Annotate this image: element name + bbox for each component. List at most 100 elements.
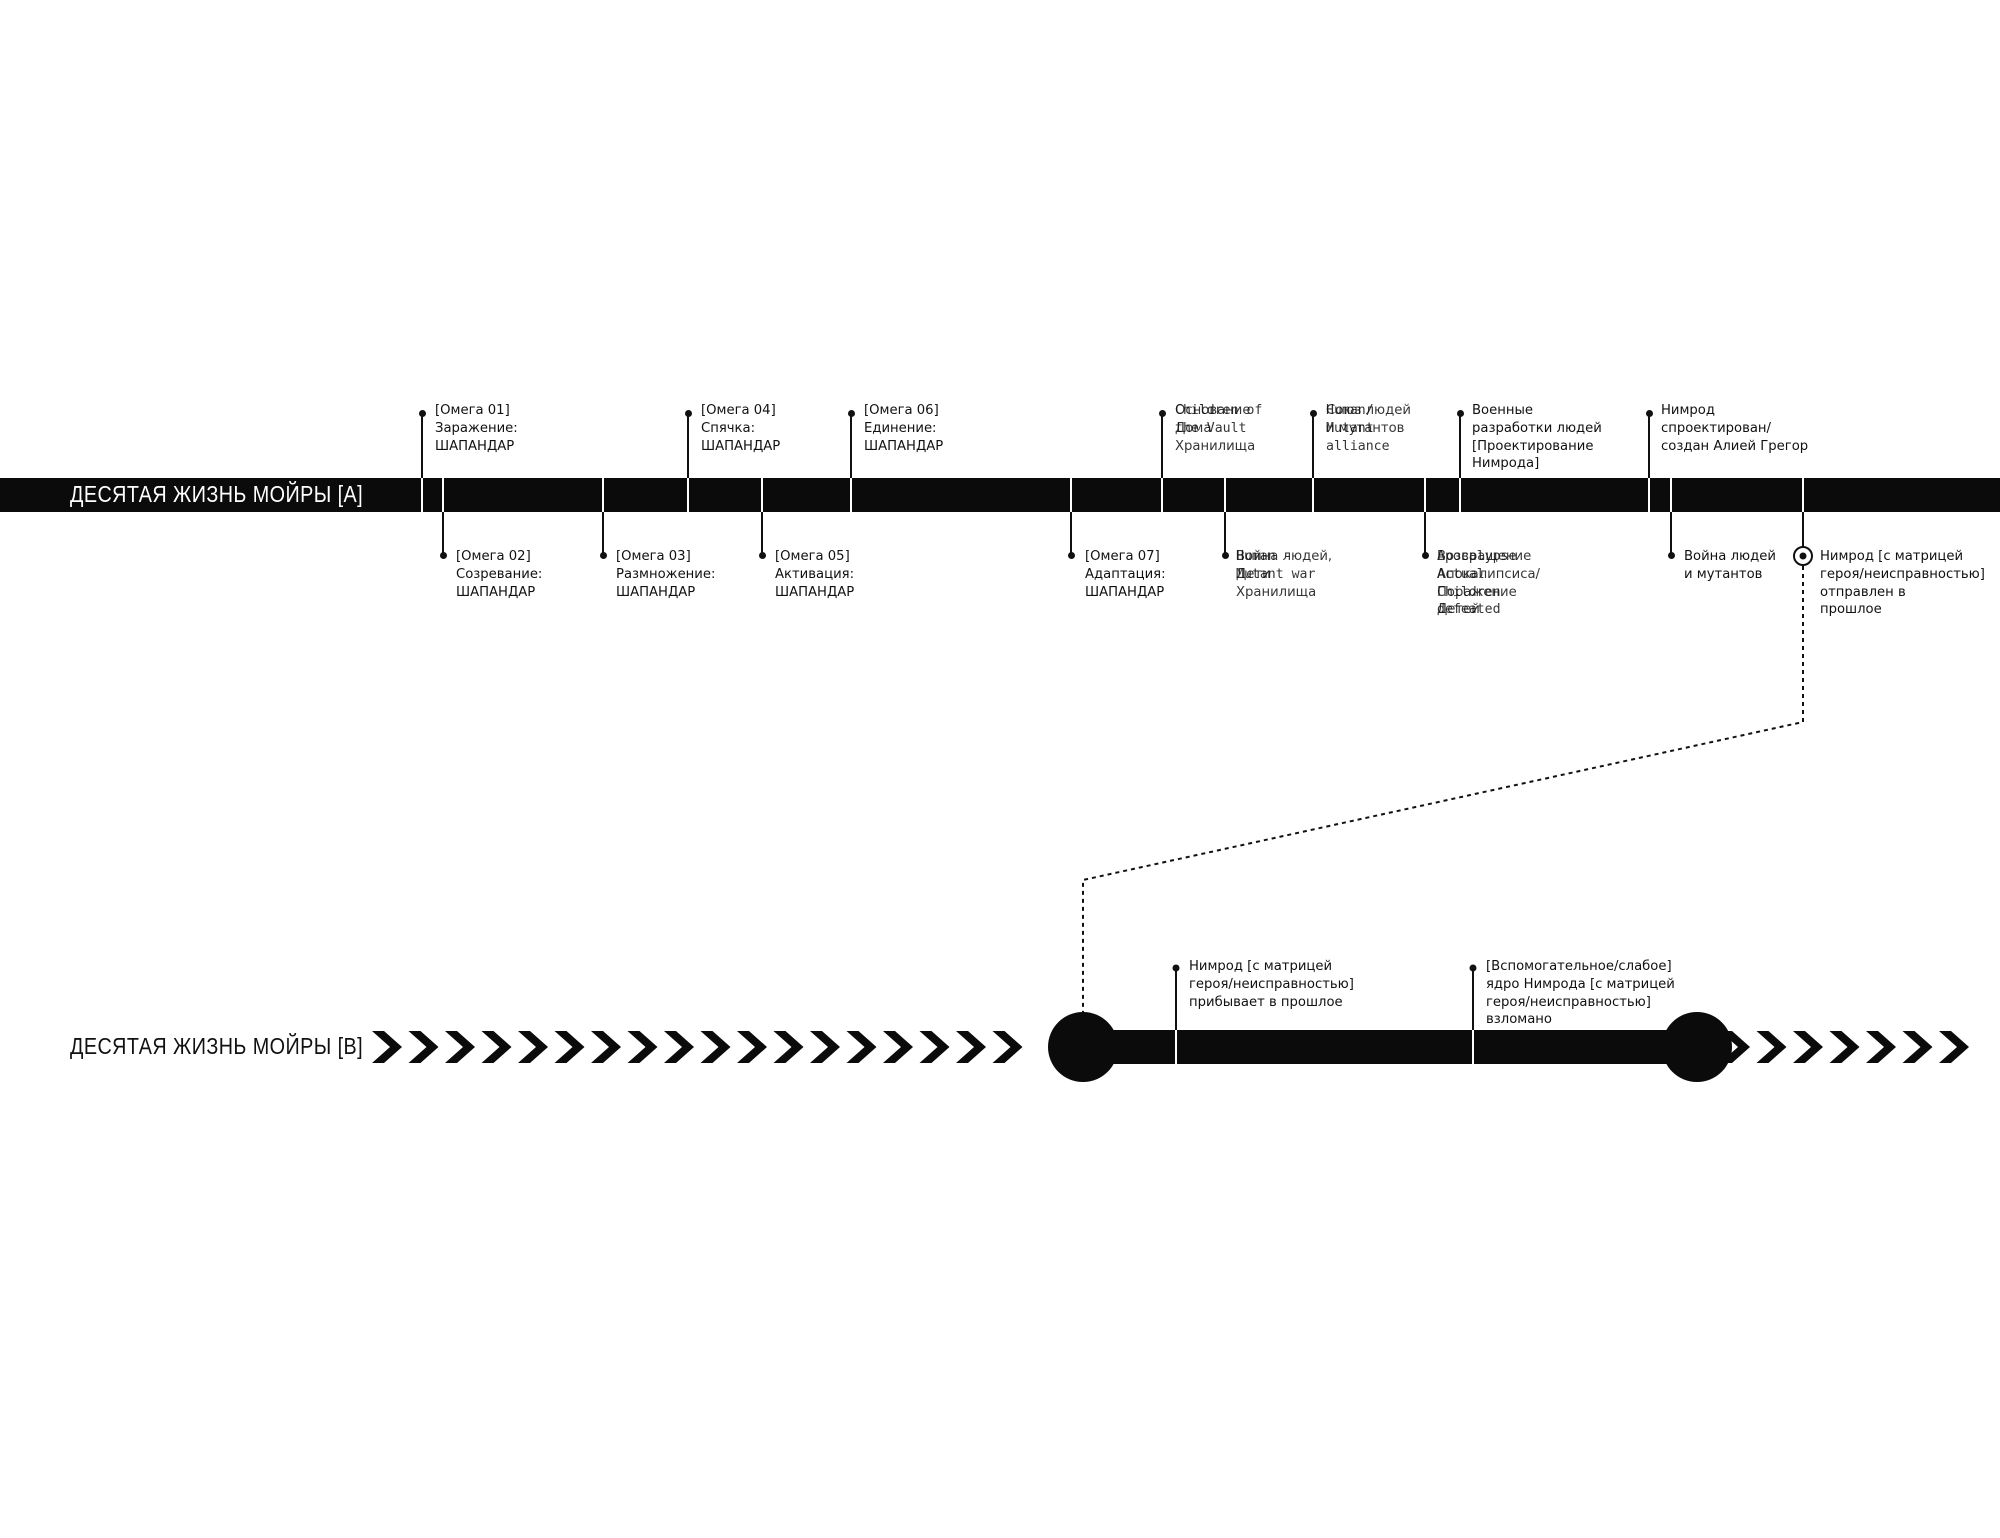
event-stem xyxy=(1802,512,1804,550)
track-a-tick xyxy=(761,478,763,512)
event-dot xyxy=(1222,552,1229,559)
chevron-arrow-icon xyxy=(445,1031,475,1063)
event-label-alliance-en: Human/ Mutant alliance xyxy=(1326,403,1390,454)
track-b-chevrons-right xyxy=(1720,1031,1969,1063)
track-b-tick xyxy=(1472,1030,1474,1064)
event-dot xyxy=(600,552,607,559)
event-dot xyxy=(1646,410,1653,417)
track-b-segment xyxy=(1083,1030,1697,1064)
chevron-arrow-icon xyxy=(372,1031,402,1063)
chevron-arrow-icon xyxy=(1902,1031,1933,1063)
event-label-omega-04: [Омега 04] Спячка: ШАПАНДАР xyxy=(701,403,781,454)
track-b-chevrons-left xyxy=(372,1031,1023,1063)
event-label-nimrod-created: Нимрод спроектирован/ создан Алией Грего… xyxy=(1661,403,1809,454)
event-stem xyxy=(1670,512,1672,556)
chevron-arrow-icon xyxy=(992,1031,1023,1063)
chevron-arrow-icon xyxy=(627,1031,658,1063)
event-label-war-en: Human - Mutant war xyxy=(1236,549,1316,582)
track-b-node-end xyxy=(1662,1012,1732,1082)
event-dot xyxy=(1310,410,1317,417)
chevron-arrow-icon xyxy=(1939,1031,1969,1063)
chevron-arrow-icon xyxy=(919,1031,950,1063)
chevron-arrow-icon xyxy=(554,1031,585,1063)
event-stem xyxy=(687,414,689,478)
event-stem xyxy=(1224,512,1226,556)
track-a-title: ДЕСЯТАЯ ЖИЗНЬ МОЙРЫ [А] xyxy=(70,481,364,507)
event-stem xyxy=(1175,968,1177,1030)
track-a-tick xyxy=(1224,478,1226,512)
event-dot xyxy=(440,552,447,559)
chevron-arrow-icon xyxy=(1793,1031,1823,1063)
event-label-human-mutant-war: Война людей и мутантов xyxy=(1684,549,1776,582)
event-dot xyxy=(1068,552,1075,559)
chevron-arrow-icon xyxy=(1866,1031,1896,1063)
track-a-tick xyxy=(442,478,444,512)
event-label-house-vault: Основание Дома Хранилища xyxy=(1175,403,1256,454)
event-label-apocalypse-ru: Возвращение Апокалипсиса/ Поражение Дете… xyxy=(1437,549,1540,618)
event-dot xyxy=(419,410,426,417)
event-dot xyxy=(1457,410,1464,417)
event-dot xyxy=(1159,410,1166,417)
event-label-nimrod-sent: Нимрод [с матрицей героя/неисправностью]… xyxy=(1820,549,1985,618)
event-stem xyxy=(1424,512,1426,556)
event-stem xyxy=(1312,414,1314,478)
event-stem xyxy=(850,414,852,478)
track-a-tick xyxy=(1312,478,1314,512)
track-a-tick xyxy=(1459,478,1461,512)
time-travel-connector xyxy=(1082,566,1804,1012)
track-a-tick xyxy=(1070,478,1072,512)
event-label-nimrod-arrives: Нимрод [с матрицей героя/неисправностью]… xyxy=(1189,959,1354,1010)
track-b-node-start xyxy=(1048,1012,1118,1082)
event-label-alliance-ru: Союз людей и мутантов xyxy=(1326,403,1411,436)
track-a-tick xyxy=(1161,478,1163,512)
event-stem xyxy=(602,512,604,556)
chevron-arrow-icon xyxy=(700,1031,731,1063)
event-stem xyxy=(421,414,423,478)
track-a-tick xyxy=(421,478,423,512)
event-label-nimrod-core-hacked: [Вспомогательное/слабое] ядро Нимрода [с… xyxy=(1486,959,1675,1028)
event-stem xyxy=(1459,414,1461,478)
chevron-arrow-icon xyxy=(846,1031,877,1063)
event-label-military: Военные разработки людей [Проектирование… xyxy=(1472,403,1602,472)
chevron-arrow-icon xyxy=(481,1031,512,1063)
chevron-arrow-icon xyxy=(591,1031,621,1063)
chevron-arrow-icon xyxy=(1756,1031,1787,1063)
chevron-arrow-icon xyxy=(1829,1031,1860,1063)
event-label-omega-01: [Омега 01] Заражение: ШАПАНДАР xyxy=(435,403,518,454)
event-dot xyxy=(1469,964,1477,972)
track-a-tick xyxy=(850,478,852,512)
event-label-omega-02: [Омега 02] Созревание: ШАПАНДАР xyxy=(456,549,543,600)
event-label-apocalypse-en: Apocalypse Actual Children defeated xyxy=(1437,549,1517,618)
track-a-band xyxy=(0,478,2000,512)
event-label-war-ru: Война людей, Дети Хранилища xyxy=(1236,549,1333,600)
track-a-tick xyxy=(1424,478,1426,512)
chevron-arrow-icon xyxy=(664,1031,694,1063)
event-stem xyxy=(1161,414,1163,478)
chevron-arrow-icon xyxy=(408,1031,439,1063)
chevron-arrow-icon xyxy=(956,1031,986,1063)
event-stem xyxy=(1070,512,1072,556)
event-dot xyxy=(1422,552,1429,559)
event-stem xyxy=(442,512,444,556)
chevron-arrow-icon xyxy=(737,1031,767,1063)
event-dot xyxy=(1172,964,1180,972)
track-a-tick xyxy=(687,478,689,512)
chevron-arrow-icon xyxy=(810,1031,840,1063)
track-a-tick xyxy=(602,478,604,512)
event-label-omega-07: [Омега 07] Адаптация: ШАПАНДАР xyxy=(1085,549,1166,600)
track-a-tick xyxy=(1670,478,1672,512)
event-label-omega-06: [Омега 06] Единение: ШАПАНДАР xyxy=(864,403,944,454)
event-dot xyxy=(685,410,692,417)
event-dot xyxy=(848,410,855,417)
event-dot xyxy=(759,552,766,559)
event-stem xyxy=(1648,414,1650,478)
chevron-arrow-icon xyxy=(773,1031,804,1063)
event-stem xyxy=(761,512,763,556)
track-b-tick xyxy=(1175,1030,1177,1064)
chevron-arrow-icon xyxy=(1720,1031,1750,1063)
chevron-arrow-icon xyxy=(883,1031,913,1063)
time-travel-origin-center xyxy=(1799,552,1807,560)
event-dot xyxy=(1668,552,1675,559)
event-label-omega-03: [Омега 03] Размножение: ШАПАНДАР xyxy=(616,549,716,600)
